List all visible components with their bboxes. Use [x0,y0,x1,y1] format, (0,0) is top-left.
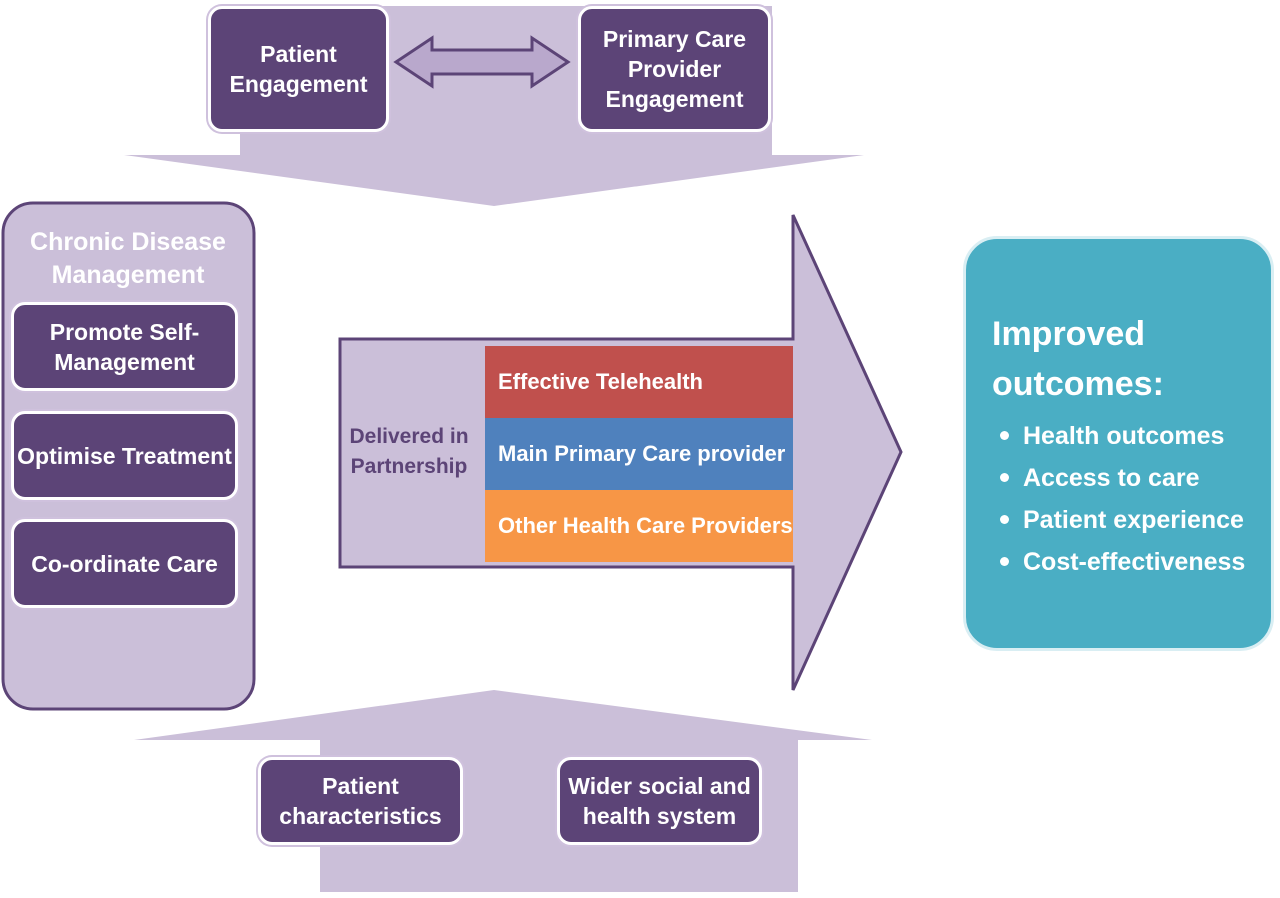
outcome-item: Access to care [992,457,1245,499]
double-arrow-icon [393,35,571,89]
optimise-treatment-box: Optimise Treatment [11,411,238,500]
bullet-icon [1000,556,1009,566]
other-providers-band-label: Other Health Care Providers [498,513,793,538]
wider-system-label: Wider social and health system [568,773,751,829]
primary-care-band: Main Primary Care provider [485,418,793,490]
optimise-treatment-label: Optimise Treatment [17,442,232,469]
outcome-item: Health outcomes [992,415,1245,457]
outcome-item-label: Health outcomes [1023,422,1225,450]
patient-characteristics-box: Patient characteristics [258,757,463,845]
bullet-icon [1000,514,1009,524]
outcome-item: Patient experience [992,499,1245,541]
promote-self-management-label: Promote Self-Management [49,318,200,375]
primary-care-engagement-box: Primary Care Provider Engagement [578,6,771,132]
primary-care-band-label: Main Primary Care provider [498,441,786,466]
wider-system-box: Wider social and health system [557,757,762,845]
telehealth-band-label: Effective Telehealth [498,369,703,394]
improved-outcomes-title: Improved outcomes: [992,315,1164,403]
patient-engagement-box: Patient Engagement [208,6,389,132]
chronic-disease-title: Chronic Disease Management [30,228,226,289]
patient-characteristics-label: Patient characteristics [279,773,442,829]
outcome-item-label: Patient experience [1023,506,1244,534]
bullet-icon [1000,430,1009,440]
outcome-item: Cost-effectiveness [992,541,1245,583]
coordinate-care-label: Co-ordinate Care [31,550,218,577]
outcome-item-label: Cost-effectiveness [1023,548,1246,576]
delivered-in-partnership-label: Delivered in Partnership [349,425,469,478]
outcomes-list: Health outcomes Access to care Patient e… [992,415,1245,583]
bullet-icon [1000,472,1009,482]
patient-engagement-label: Patient Engagement [229,41,368,97]
promote-self-management-box: Promote Self-Management [11,302,238,391]
outcome-item-label: Access to care [1023,464,1200,492]
primary-care-engagement-label: Primary Care Provider Engagement [602,26,747,112]
coordinate-care-box: Co-ordinate Care [11,519,238,608]
telehealth-band: Effective Telehealth [485,346,793,418]
other-providers-band: Other Health Care Providers [485,490,793,562]
improved-outcomes-box: Improved outcomes: Health outcomes Acces… [963,236,1274,651]
